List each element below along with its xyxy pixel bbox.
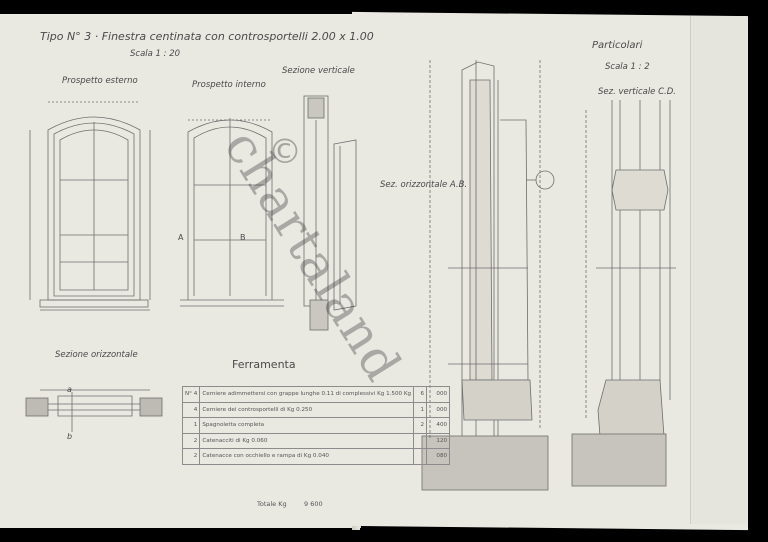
total-value: 9 600 [304, 500, 323, 508]
ferramenta-cell-qty: 1 [413, 401, 428, 418]
horizontal-section-drawing [25, 389, 163, 432]
sheet-title: Tipo N° 3 · Finestra centinata con contr… [40, 30, 374, 43]
section-mark-a-lower: a [67, 385, 72, 394]
ferramenta-cell-qty: 6 [413, 386, 428, 403]
section-cd-label: Sez. verticale C.D. [598, 87, 676, 97]
ferramenta-cell-n: 1 [181, 417, 201, 434]
ferramenta-cell-kg: 000 [426, 386, 451, 403]
internal-elevation-label: Prospetto interno [192, 80, 266, 90]
ferramenta-cell-n: 4 [181, 401, 201, 418]
ferramenta-cell-kg: 080 [426, 448, 451, 465]
detail-section-cd-drawing [571, 100, 676, 487]
ferramenta-cell-desc: Cerniere dei controsportelli di Kg 0.250 [199, 401, 415, 418]
total-label: Totale Kg [257, 500, 287, 508]
details-scale-label: Scala 1 : 2 [605, 62, 650, 72]
fold-flap [690, 16, 747, 524]
external-elevation-drawing [29, 101, 151, 311]
ferramenta-cell-qty: 2 [413, 417, 428, 434]
section-mark-a-upper: A [178, 233, 184, 242]
ferramenta-cell-desc: Catenacce con occhiello e rampa di Kg 0.… [199, 448, 415, 465]
ferramenta-cell-kg: 400 [426, 417, 451, 434]
ferramenta-cell-desc: Cerniere adimmettersi con grappe lunghe … [199, 386, 415, 403]
ferramenta-cell-kg: 000 [426, 401, 451, 418]
ferramenta-cell-desc: Spagnoletta completa [199, 417, 415, 434]
details-heading: Particolari [592, 40, 643, 51]
ferramenta-cell-desc: Catenacciti di Kg 0.060 [199, 432, 415, 449]
ferramenta-heading: Ferramenta [232, 358, 296, 371]
external-elevation-label: Prospetto esterno [62, 76, 138, 86]
section-mark-b-lower: b [67, 432, 73, 441]
ferramenta-cell-kg: 120 [426, 432, 451, 449]
ferramenta-cell-n: 2 [181, 432, 201, 449]
ferramenta-cell-n: 2 [181, 448, 201, 465]
vertical-section-drawing [303, 95, 357, 331]
horizontal-section-label: Sezione orizzontale [55, 350, 138, 360]
scale-label: Scala 1 : 20 [130, 49, 181, 59]
vertical-section-label: Sezione verticale [282, 66, 355, 76]
ferramenta-cell-qty [413, 448, 428, 465]
ferramenta-cell-n: N° 4 [181, 386, 201, 403]
ferramenta-cell-qty [413, 432, 428, 449]
watermark-copyright-icon: © [268, 132, 302, 172]
internal-elevation-drawing [180, 118, 284, 307]
section-ab-label: Sez. orizzontale A.B. [380, 180, 468, 190]
section-mark-b-upper: B [240, 233, 246, 242]
